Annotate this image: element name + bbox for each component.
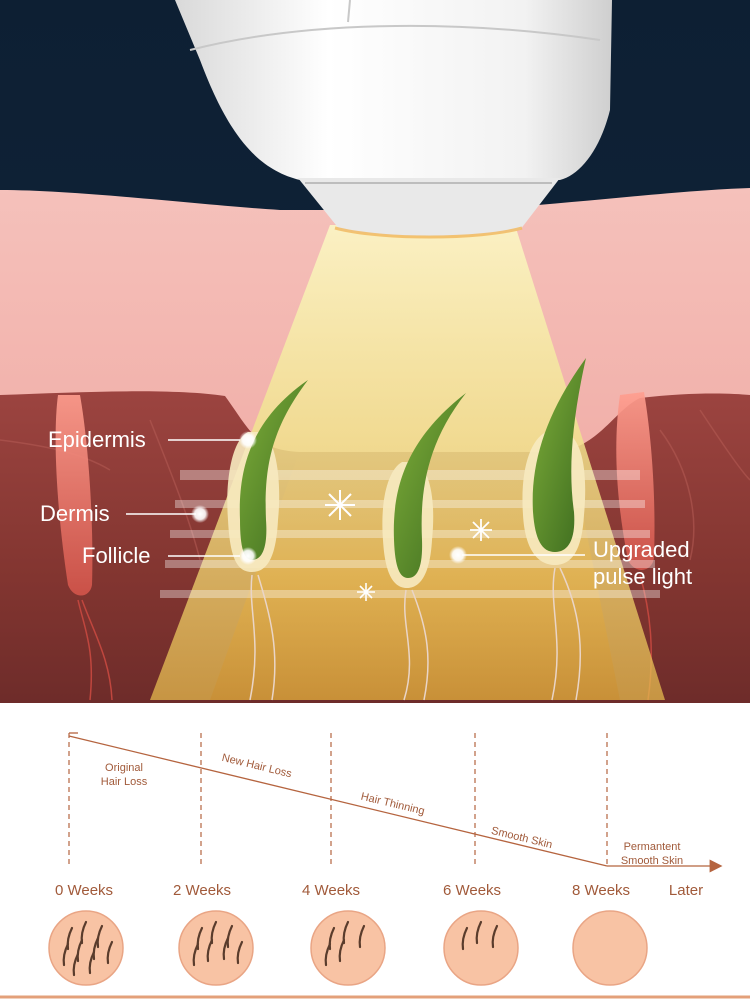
stage-original-line2: Hair Loss bbox=[101, 776, 148, 788]
hair-strand bbox=[76, 938, 84, 963]
callout-lines bbox=[126, 439, 585, 557]
week-label-4: 4 Weeks bbox=[302, 882, 360, 899]
hair-removal-timeline: Original Hair Loss New Hair Loss Hair Th… bbox=[0, 703, 750, 1000]
follicle-marker bbox=[239, 547, 257, 565]
follicle-3 bbox=[522, 358, 586, 701]
epidermis-label: Epidermis bbox=[48, 427, 146, 452]
hair-strand bbox=[196, 926, 204, 951]
hair-strand bbox=[358, 924, 366, 949]
side-hair-left bbox=[55, 395, 113, 701]
follicle-2 bbox=[382, 393, 466, 701]
snowflake-icon bbox=[357, 583, 375, 601]
hair-strand bbox=[96, 924, 104, 949]
stage-smooth-skin: Smooth Skin bbox=[490, 825, 553, 851]
week-label-2: 2 Weeks bbox=[173, 882, 231, 899]
hair-strand bbox=[461, 926, 469, 951]
hair-strand bbox=[491, 924, 499, 949]
week-label-0: 0 Weeks bbox=[55, 882, 113, 899]
stage-original-line1: Original bbox=[105, 762, 143, 774]
snowflake-icon bbox=[325, 490, 355, 520]
follicle-1 bbox=[227, 380, 308, 701]
follicle-label: Follicle bbox=[82, 543, 150, 568]
hair-strand bbox=[338, 938, 346, 963]
later-label: Later bbox=[669, 882, 703, 899]
stage-permanent-line2: Smooth Skin bbox=[621, 855, 683, 867]
hair-strand bbox=[66, 926, 74, 951]
epidermis-marker bbox=[239, 431, 257, 449]
hair-strand bbox=[88, 950, 96, 975]
week-label-6: 6 Weeks bbox=[443, 882, 501, 899]
dermis-label: Dermis bbox=[40, 501, 110, 526]
hair-strand bbox=[72, 952, 80, 977]
skin-circle bbox=[48, 910, 124, 986]
week-label-8: 8 Weeks bbox=[572, 882, 630, 899]
snowflake-icon bbox=[470, 519, 492, 541]
hair-strand bbox=[192, 942, 200, 967]
hair-strand bbox=[328, 926, 336, 951]
hair-strand bbox=[236, 940, 244, 965]
stage-permanent-line1: Permantent bbox=[624, 841, 681, 853]
hair-strand bbox=[222, 936, 230, 961]
skin-circle bbox=[310, 910, 386, 986]
hair-strand bbox=[92, 936, 100, 961]
pulse-light-marker bbox=[449, 546, 467, 564]
skin-circle bbox=[178, 910, 254, 986]
stage-new-hair-loss: New Hair Loss bbox=[221, 752, 294, 781]
hair-strand bbox=[226, 924, 234, 949]
hair-strand bbox=[206, 938, 214, 963]
hair-strand bbox=[475, 920, 483, 945]
decline-line bbox=[68, 735, 608, 867]
pulse-light-label-line2: pulse light bbox=[593, 564, 692, 589]
skin-progress-circles bbox=[48, 910, 648, 986]
skin-cross-section-illustration: Epidermis Dermis Follicle Upgraded pulse… bbox=[0, 0, 750, 703]
stage-hair-thinning: Hair Thinning bbox=[360, 791, 426, 818]
skin-circle bbox=[443, 910, 519, 986]
skin-circle bbox=[572, 910, 648, 986]
hair-strand bbox=[106, 940, 114, 965]
callout-dots bbox=[191, 431, 467, 565]
hair-strand bbox=[324, 942, 332, 967]
ipl-device bbox=[175, 0, 612, 239]
hair-strand bbox=[62, 942, 70, 967]
pulse-light-label-line1: Upgraded bbox=[593, 537, 690, 562]
dermis-marker bbox=[191, 505, 209, 523]
